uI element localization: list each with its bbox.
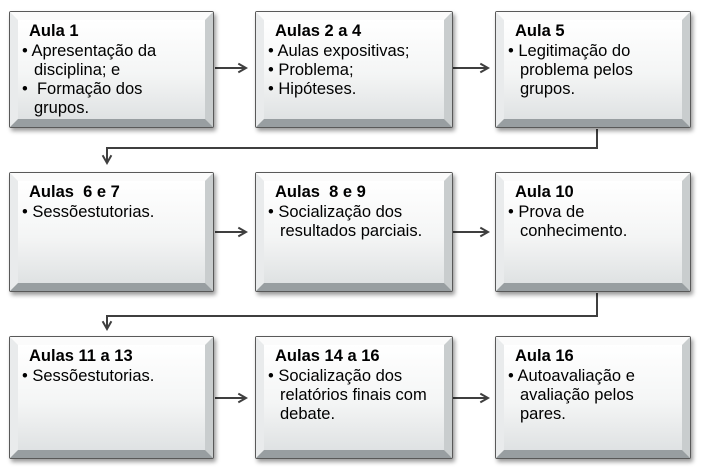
- box-content: Aula 10 • Prova de conhecimento.: [504, 181, 682, 283]
- box-bevel: Aula 16 • Autoavaliação e avaliação pelo…: [496, 337, 690, 458]
- box-content: Aulas 11 a 13 • Sessõestutorias.: [18, 345, 205, 450]
- box-title: Aulas 8 e 9: [275, 183, 366, 201]
- box-bullet: • Socialização dos relatórios finais com…: [268, 367, 432, 423]
- box-content: Aulas 2 a 4 • Aulas expositivas; • Probl…: [264, 20, 444, 119]
- box-bevel: Aula 1 • Apresentação da disciplina; e •…: [10, 12, 213, 127]
- box-content: Aulas 8 e 9 • Socialização dos resultado…: [264, 181, 444, 283]
- box-bullet: • Formação dos grupos.: [22, 80, 148, 117]
- box-bevel: Aulas 6 e 7 • Sessõestutorias.: [10, 173, 213, 291]
- flow-box-aulas-8-e-9: Aulas 8 e 9 • Socialização dos resultado…: [255, 172, 453, 292]
- box-bevel: Aulas 14 a 16 • Socialização dos relatór…: [256, 337, 452, 458]
- box-bullet: • Prova de conhecimento.: [508, 203, 628, 240]
- box-bullet: • Aulas expositivas;: [268, 42, 410, 60]
- box-title: Aula 1: [29, 22, 79, 40]
- box-bullet: • Sessõestutorias.: [22, 367, 155, 385]
- box-content: Aula 5 • Legitimação do problema pelos g…: [504, 20, 682, 119]
- box-bullet: • Hipóteses.: [268, 80, 357, 98]
- box-content: Aula 16 • Autoavaliação e avaliação pelo…: [504, 345, 682, 450]
- box-title: Aula 5: [515, 22, 565, 40]
- box-bullet: • Legitimação do problema pelos grupos.: [508, 42, 638, 98]
- flow-box-aula-5: Aula 5 • Legitimação do problema pelos g…: [495, 11, 691, 128]
- flow-box-aula-10: Aula 10 • Prova de conhecimento.: [495, 172, 691, 292]
- box-bevel: Aula 10 • Prova de conhecimento.: [496, 173, 690, 291]
- box-title: Aula 16: [515, 347, 574, 365]
- box-bullet: • Socialização dos resultados parciais.: [268, 203, 423, 240]
- flow-box-aula-16: Aula 16 • Autoavaliação e avaliação pelo…: [495, 336, 691, 459]
- box-bevel: Aulas 2 a 4 • Aulas expositivas; • Probl…: [256, 12, 452, 127]
- box-content: Aulas 14 a 16 • Socialização dos relatór…: [264, 345, 444, 450]
- flow-box-aulas-11-a-13: Aulas 11 a 13 • Sessõestutorias.: [9, 336, 214, 459]
- flow-box-aulas-2-a-4: Aulas 2 a 4 • Aulas expositivas; • Probl…: [255, 11, 453, 128]
- box-bevel: Aulas 11 a 13 • Sessõestutorias.: [10, 337, 213, 458]
- box-bullet: • Sessõestutorias.: [22, 203, 155, 221]
- flow-box-aula-1: Aula 1 • Apresentação da disciplina; e •…: [9, 11, 214, 128]
- box-bullet: • Problema;: [268, 61, 354, 79]
- box-title: Aulas 6 e 7: [29, 183, 120, 201]
- arrow-aula10-to-aulas11a13: [101, 293, 598, 331]
- box-title: Aula 10: [515, 183, 574, 201]
- box-bevel: Aula 5 • Legitimação do problema pelos g…: [496, 12, 690, 127]
- arrow-aula5-to-aulas6e7: [101, 129, 598, 165]
- flow-box-aulas-14-a-16: Aulas 14 a 16 • Socialização dos relatór…: [255, 336, 453, 459]
- box-title: Aulas 11 a 13: [29, 347, 133, 365]
- box-bullet: • Apresentação da disciplina; e: [22, 42, 161, 79]
- box-bullet: • Autoavaliação e avaliação pelos pares.: [508, 367, 640, 423]
- box-content: Aulas 6 e 7 • Sessõestutorias.: [18, 181, 205, 283]
- box-bevel: Aulas 8 e 9 • Socialização dos resultado…: [256, 173, 452, 291]
- flow-box-aulas-6-e-7: Aulas 6 e 7 • Sessõestutorias.: [9, 172, 214, 292]
- box-content: Aula 1 • Apresentação da disciplina; e •…: [18, 20, 205, 119]
- box-title: Aulas 2 a 4: [275, 22, 362, 40]
- box-title: Aulas 14 a 16: [275, 347, 380, 365]
